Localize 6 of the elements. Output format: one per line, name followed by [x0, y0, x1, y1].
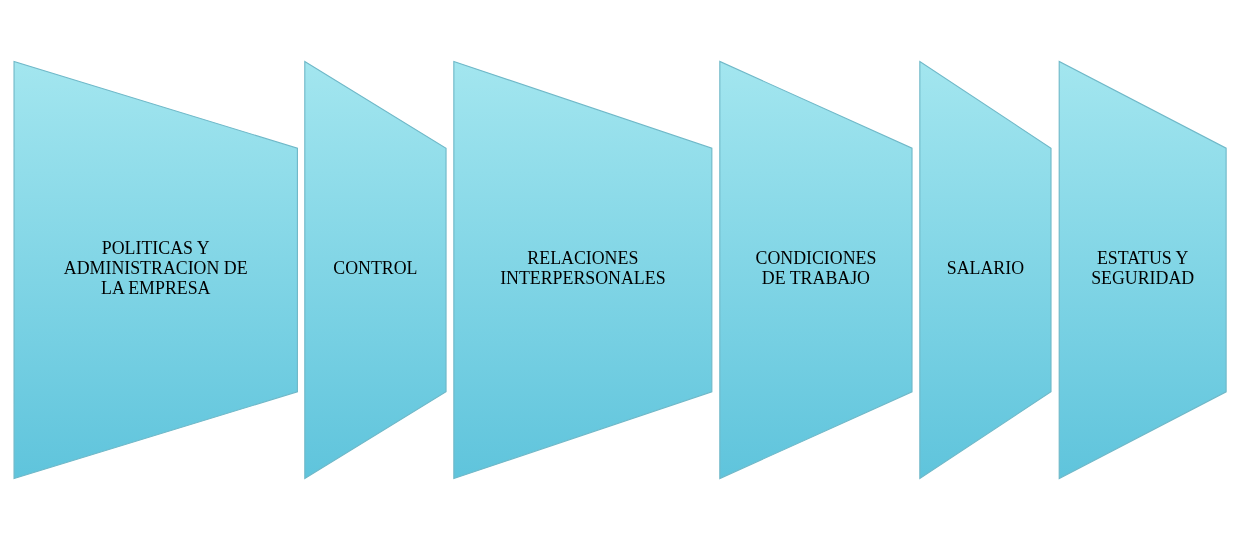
- node-box: POLITICAS Y ADMINISTRACION DE LA EMPRESA: [13, 60, 298, 479]
- node-box: RELACIONES INTERPERSONALES: [453, 60, 713, 479]
- node-box: CONDICIONES DE TRABAJO: [719, 60, 913, 479]
- node-box: SALARIO: [919, 59, 1052, 480]
- node-box: ESTATUS Y SEGURIDAD: [1058, 60, 1227, 479]
- node-box: CONTROL: [304, 59, 447, 480]
